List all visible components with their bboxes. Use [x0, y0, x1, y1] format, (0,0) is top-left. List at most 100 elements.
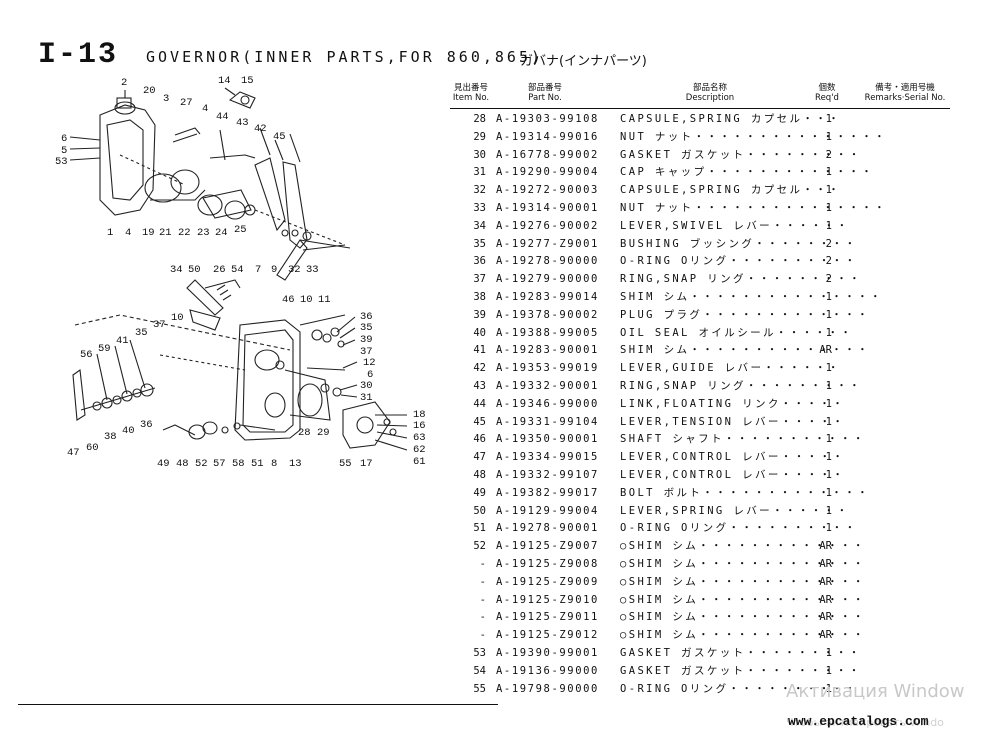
- header-remarks: 備考・適用号機 Remarks·Serial No.: [860, 83, 950, 103]
- callout-label: 61: [413, 456, 426, 468]
- row-qty: 1: [825, 415, 832, 428]
- row-item-no: 39: [473, 308, 486, 321]
- callout-label: 43: [236, 117, 249, 129]
- row-part-no: A-19125-Z9012: [496, 629, 599, 642]
- callout-label: 39: [360, 334, 373, 346]
- row-description: NUT ナット・・・・・・・・・・・・・・・: [620, 130, 888, 143]
- row-item-no: 51: [473, 522, 486, 535]
- row-qty: AR: [819, 593, 832, 606]
- row-item-no: 54: [473, 664, 486, 677]
- callout-label: 4: [202, 103, 209, 115]
- row-item-no: 35: [473, 237, 486, 250]
- row-description: PLUG プラグ・・・・・・・・・・・・・: [620, 308, 871, 321]
- callout-label: 59: [98, 343, 111, 355]
- table-header: 見出番号 Item No. 部品番号 Part No. 部品名称 Descrip…: [450, 83, 950, 108]
- callout-label: 38: [104, 431, 117, 443]
- row-qty: 1: [825, 468, 832, 481]
- row-description: LEVER,CONTROL レバー・・・・・: [620, 451, 846, 464]
- callout-label: 36: [360, 311, 373, 323]
- header-rule: [450, 108, 950, 109]
- row-qty: 1: [825, 451, 832, 464]
- activation-watermark: Активация Window: [786, 681, 965, 702]
- row-part-no: A-19390-99001: [496, 646, 599, 659]
- row-description: ○SHIM シム・・・・・・・・・・・・・: [620, 575, 866, 588]
- row-item-no: 50: [473, 504, 486, 517]
- callout-label: 36: [140, 419, 153, 431]
- site-url[interactable]: www.epcatalogs.com: [788, 714, 929, 729]
- callout-label: 50: [188, 264, 201, 276]
- row-qty: AR: [819, 540, 832, 553]
- callout-label: 8: [271, 458, 278, 470]
- row-description: BUSHING ブッシング・・・・・・・・: [620, 237, 858, 250]
- row-description: ○SHIM シム・・・・・・・・・・・・・: [620, 611, 866, 624]
- row-description: OIL SEAL オイルシール・・・・・・: [620, 326, 854, 339]
- header-qty-jp: 個数: [818, 83, 836, 93]
- row-item-no: -: [479, 629, 486, 642]
- activation-watermark-sub: Чтобы активировать Windo: [786, 716, 944, 729]
- page-header: I-13 GOVERNOR(INNER PARTS,FOR 860,865) ガ…: [0, 0, 1000, 80]
- row-item-no: 47: [473, 451, 486, 464]
- callout-label: 6: [367, 369, 374, 381]
- parts-table: 見出番号 Item No. 部品番号 Part No. 部品名称 Descrip…: [450, 83, 950, 695]
- row-qty: 1: [825, 113, 832, 125]
- row-qty: AR: [819, 344, 832, 357]
- header-item-no: 見出番号 Item No.: [450, 83, 492, 103]
- row-qty: 1: [825, 504, 832, 517]
- row-qty: 1: [825, 130, 832, 143]
- row-part-no: A-19129-99004: [496, 504, 599, 517]
- callout-label: 56: [80, 349, 93, 361]
- diagram-drawing: [69, 87, 408, 451]
- callout-label: 5: [61, 145, 68, 157]
- row-description: O-RING Oリング・・・・・・・・・・: [620, 522, 858, 535]
- row-qty: 1: [825, 433, 832, 446]
- table-row: -A-19125-Z9009○SHIM シム・・・・・・・・・・・・・AR: [450, 574, 950, 592]
- row-qty: 1: [825, 664, 832, 677]
- row-item-no: 32: [473, 184, 486, 197]
- callout-label: 46: [282, 294, 295, 306]
- callout-label: 33: [306, 264, 319, 276]
- row-qty: 1: [825, 308, 832, 321]
- row-part-no: A-19303-99108: [496, 113, 599, 125]
- callout-label: 54: [231, 264, 244, 276]
- row-description: O-RING Oリング・・・・・・・・・・: [620, 682, 858, 695]
- row-qty: 1: [825, 326, 832, 339]
- header-remarks-jp: 備考・適用号機: [875, 83, 935, 93]
- callout-label: 51: [251, 458, 264, 470]
- callout-label: 7: [255, 264, 262, 276]
- callout-label: 55: [339, 458, 352, 470]
- callout-label: 34: [170, 264, 183, 276]
- row-description: BOLT ボルト・・・・・・・・・・・・・: [620, 486, 871, 499]
- row-qty: 1: [825, 522, 832, 535]
- callout-label: 35: [135, 327, 148, 339]
- row-part-no: A-19125-Z9010: [496, 593, 599, 606]
- row-part-no: A-19125-Z9008: [496, 557, 599, 570]
- callout-label: 57: [213, 458, 226, 470]
- callout-label: 42: [254, 123, 267, 135]
- row-qty: AR: [819, 557, 832, 570]
- row-part-no: A-19798-90000: [496, 682, 599, 695]
- callout-label: 12: [363, 357, 376, 369]
- row-qty: 1: [825, 362, 832, 375]
- callout-label: 41: [116, 335, 129, 347]
- table-row: 54 A-19136-99000 GASKET ガスケット・・・・・・・・・1: [450, 663, 950, 681]
- row-description: GASKET ガスケット・・・・・・・・・: [620, 664, 862, 677]
- callout-label: 24: [215, 227, 228, 239]
- row-part-no: A-19382-99017: [496, 486, 599, 499]
- callout-label: 40: [122, 425, 135, 437]
- row-description: SHIM シム・・・・・・・・・・・・・・: [620, 344, 871, 357]
- row-part-no: A-19136-99000: [496, 664, 599, 677]
- row-qty: 1: [825, 184, 832, 197]
- header-desc-jp: 部品名称: [692, 83, 727, 93]
- row-description: O-RING Oリング・・・・・・・・・・: [620, 255, 858, 268]
